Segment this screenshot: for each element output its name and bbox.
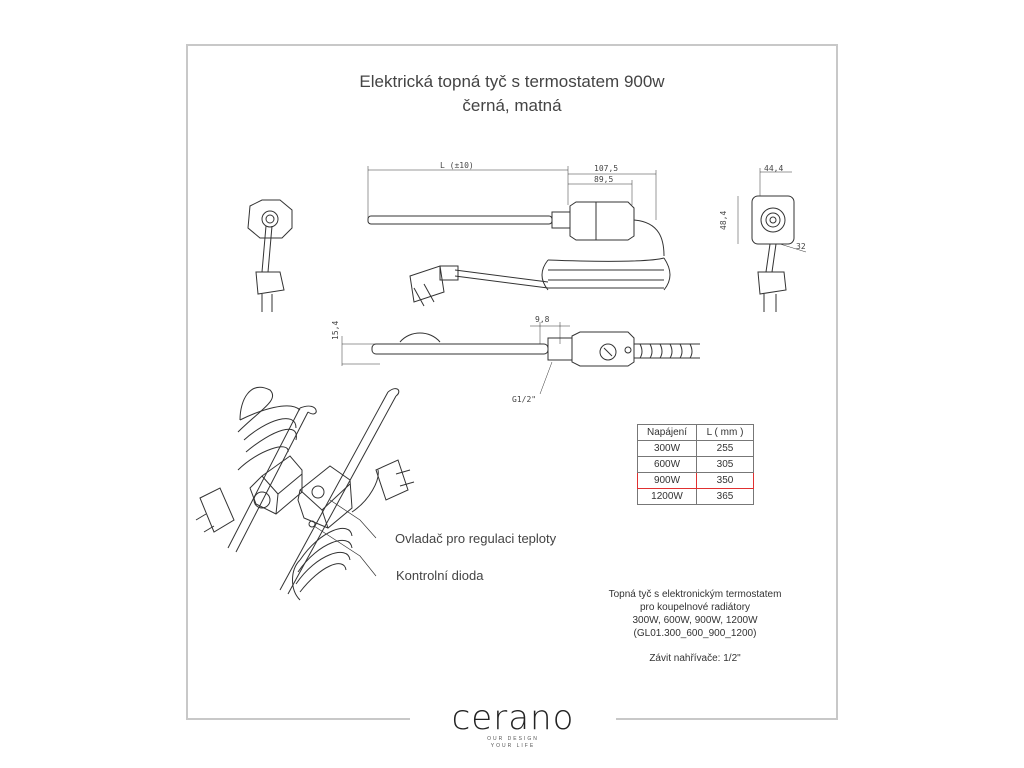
brand-tagline-2: YOUR LIFE (490, 743, 536, 749)
table-cell-power: 300W (637, 440, 697, 457)
product-description: Topná tyč s elektronickým termostatem pr… (590, 588, 800, 665)
control-leader (329, 499, 377, 539)
table-cell-power: 900W (637, 472, 697, 489)
top-side-view (367, 166, 671, 307)
dim-length: L (±10) (440, 161, 474, 170)
dim-48-4: 48,4 (719, 211, 728, 230)
table-cell-power: 1200W (637, 488, 697, 505)
table-cell-length: 365 (696, 488, 754, 505)
dim-thread: G1/2" (512, 395, 536, 404)
dim-89-5: 89,5 (594, 175, 613, 184)
table-cell-length: 350 (696, 472, 754, 489)
table-row-highlighted: 900W 350 (637, 472, 754, 489)
description-line: 300W, 600W, 900W, 1200W (632, 615, 758, 626)
table-row: 600W 305 (637, 456, 754, 473)
callout-control: Ovladač pro regulaci teploty (395, 531, 557, 546)
title-line-2: černá, matná (462, 96, 562, 115)
table-row: 1200W 365 (637, 488, 754, 505)
table-header: Napájení (637, 424, 697, 441)
description-line: pro koupelnové radiátory (639, 602, 751, 613)
callout-diode: Kontrolní dioda (396, 568, 484, 583)
description-line: Topná tyč s elektronickým termostatem (608, 589, 782, 600)
perspective-view (195, 386, 415, 601)
table-header: L ( mm ) (696, 424, 754, 441)
dim-32: 32 (796, 242, 806, 251)
table-row: 300W 255 (637, 440, 754, 457)
diode-leader (313, 525, 377, 577)
dim-107-5: 107,5 (594, 164, 618, 173)
middle-side-view (341, 322, 700, 395)
dim-44-4: 44,4 (764, 164, 783, 173)
table-cell-length: 305 (696, 456, 754, 473)
table-cell-length: 255 (696, 440, 754, 457)
description-thread: Závit nahřívače: 1/2" (649, 653, 741, 664)
dim-9-8: 9,8 (535, 315, 550, 324)
left-end-view (247, 199, 293, 312)
description-line: (GL01.300_600_900_1200) (633, 628, 757, 639)
brand-tagline-1: OUR DESIGN (487, 736, 539, 742)
title-line-1: Elektrická topná tyč s termostatem 900w (359, 72, 665, 91)
brand-logo: cerano (451, 698, 575, 738)
dim-15-4: 15,4 (331, 321, 340, 340)
frame-gap (410, 712, 616, 728)
table-header-row: Napájení L ( mm ) (637, 424, 754, 441)
power-table: Napájení L ( mm ) 300W 255 600W 305 900W… (637, 424, 754, 505)
table-cell-power: 600W (637, 456, 697, 473)
right-end-view (737, 168, 807, 312)
